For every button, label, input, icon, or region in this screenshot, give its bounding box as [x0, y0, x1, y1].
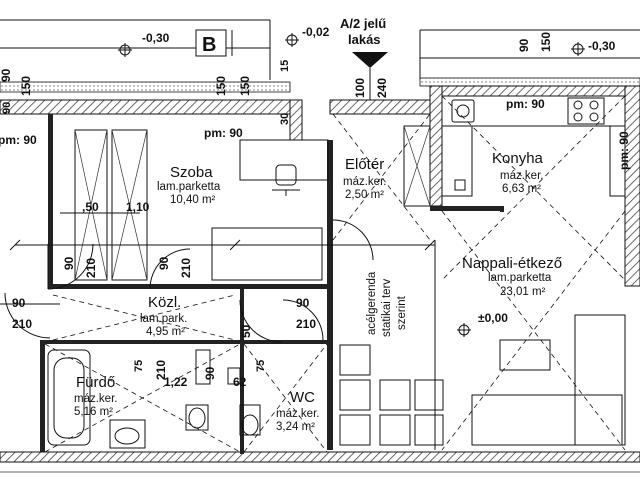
beam-note: acélgerenda statikai terv szerint	[366, 271, 408, 337]
level-top-right: -0,30	[588, 39, 616, 53]
room-name: Nappali-étkező	[462, 255, 562, 272]
room-material: máz.ker.	[500, 170, 543, 182]
dim-label: 90	[517, 38, 531, 52]
apartment-label-line1: A/2 jelű	[340, 16, 386, 31]
dimension-line	[0, 212, 436, 305]
dim-label: 240	[375, 78, 389, 98]
room-szoba: Szoba lam.parketta 10,40 m²	[157, 164, 221, 206]
room-material: lam.park.	[140, 313, 187, 325]
apartment-label-line2: lakás	[348, 32, 381, 47]
dim-label: 90	[62, 256, 76, 270]
dim-label: 90	[1, 102, 13, 114]
room-name: Fürdő	[76, 374, 115, 391]
room-area: 2,50 m²	[345, 189, 384, 201]
beam-note-line1: acélgerenda	[366, 271, 378, 335]
dim-label: 150	[238, 76, 252, 96]
room-name: Konyha	[492, 150, 544, 167]
room-name: Közl.	[148, 294, 181, 311]
room-eloter: Előtér máz.ker. 2,50 m²	[343, 156, 386, 201]
dim-label: 75	[133, 360, 145, 372]
sill-note: pm: 90	[617, 131, 631, 170]
dim-label: 150	[214, 76, 228, 96]
door-swings	[4, 219, 374, 343]
room-kozl: Közl. lam.park. 4,95 m²	[140, 294, 187, 338]
room-name: Előtér	[345, 156, 384, 173]
room-nappali: Nappali-étkező lam.parketta 23,01 m²	[462, 255, 562, 298]
level-living-floor: ±0,00	[478, 311, 508, 325]
dim-label: 150	[539, 32, 553, 52]
room-area: 23,01 m²	[500, 286, 546, 298]
room-material: máz.ker.	[343, 176, 386, 188]
sill-note: pm: 90	[0, 133, 37, 147]
bathroom-fixtures	[44, 343, 328, 453]
room-material: lam.parketta	[488, 272, 552, 284]
room-name: WC	[290, 389, 315, 406]
block-letter: B	[202, 34, 216, 56]
dim-label: 100	[353, 78, 367, 98]
dim-label: 1,22	[164, 375, 188, 389]
room-area: 4,95 m²	[146, 326, 185, 338]
dim-label: 210	[84, 258, 98, 278]
balcony-strip	[0, 81, 291, 93]
sill-note: pm: 90	[204, 126, 243, 140]
dim-label: 90	[157, 256, 171, 270]
dim-label: 90	[203, 366, 217, 380]
wardrobes	[74, 129, 329, 281]
hall-wardrobe	[332, 113, 431, 241]
room-area: 3,24 m²	[276, 421, 315, 433]
sill-note: pm: 90	[506, 97, 545, 111]
room-material: máz.ker.	[74, 393, 117, 405]
dim-label: 150	[19, 76, 33, 96]
dim-label: 210	[296, 317, 316, 331]
room-furdo: Fürdő máz.ker. 5,16 m²	[74, 374, 117, 418]
room-konyha: Konyha máz.ker. 6,63 m²	[492, 150, 544, 195]
dim-label: 210	[179, 258, 193, 278]
beam-note-line2: statikai terv	[381, 279, 393, 337]
entry-arrow-icon	[352, 52, 388, 68]
room-material: máz.ker.	[276, 408, 319, 420]
room-material: lam.parketta	[157, 181, 221, 193]
inner-walls	[40, 114, 504, 454]
dim-label: ,50	[82, 200, 99, 214]
dim-label: 90	[0, 68, 13, 82]
dimension-labels: 90 150 150 150 15 30 100 240 90 150 90 ,…	[0, 32, 553, 389]
dim-label: 75	[255, 360, 267, 372]
outer-walls	[0, 85, 640, 463]
dim-label: 15	[279, 60, 291, 72]
dim-label: 50	[239, 324, 253, 338]
room-name: Szoba	[170, 164, 213, 181]
room-area: 10,40 m²	[170, 194, 216, 206]
room-wc: WC máz.ker. 3,24 m²	[276, 389, 319, 433]
kitchen-counter	[441, 95, 626, 281]
shelving	[339, 240, 444, 450]
dim-label: 62	[233, 375, 247, 389]
dim-label: 1,10	[126, 200, 150, 214]
chair-icon	[272, 164, 300, 196]
dim-label: 90	[12, 296, 26, 310]
dim-label: 30	[279, 113, 291, 125]
level-top-left: -0,30	[142, 31, 170, 45]
level-top-mid: -0,02	[302, 25, 330, 39]
dim-label: 210	[12, 317, 32, 331]
balcony-strip-right	[419, 77, 640, 87]
room-area: 5,16 m²	[74, 406, 113, 418]
beam-note-line3: szerint	[396, 295, 408, 330]
dim-label: 210	[154, 360, 168, 380]
dim-label: 90	[296, 296, 310, 310]
room-area: 6,63 m²	[502, 183, 541, 195]
living-furniture	[441, 210, 626, 451]
level-markers	[118, 33, 585, 337]
block-marker-box	[195, 29, 227, 57]
